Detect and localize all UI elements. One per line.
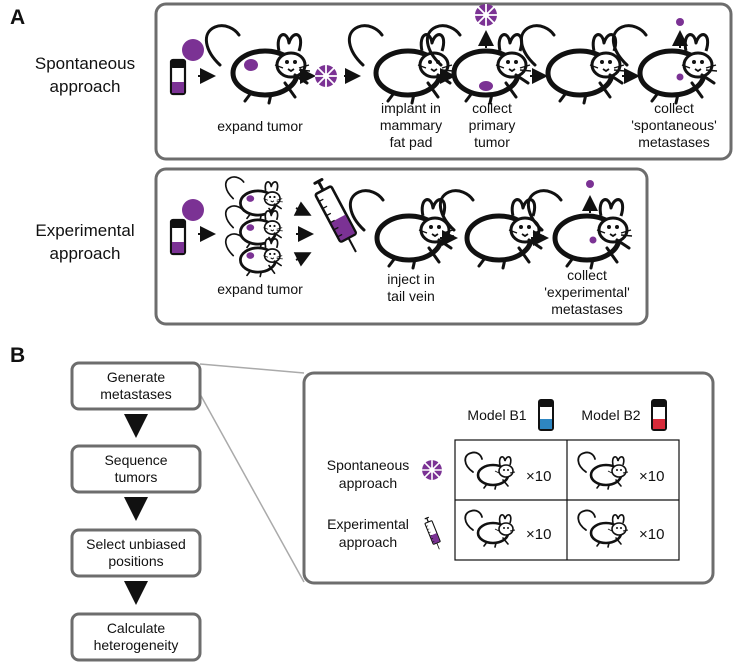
model-b2-label: Model B2 — [581, 407, 640, 423]
syringe-icon — [308, 175, 366, 258]
flow-step-4-line1: Calculate — [107, 620, 166, 636]
panel-a-letter: A — [10, 6, 25, 29]
mouse-icon — [528, 191, 632, 268]
grid-cell: ×10 — [576, 509, 664, 549]
flow-step-1-line1: Generate — [107, 369, 166, 385]
caption-collect-exp-line1: collect — [567, 267, 607, 283]
caption-collect-exp-line3: metastases — [551, 301, 623, 317]
tube-icon — [169, 58, 187, 96]
flow-step-box — [70, 528, 202, 578]
caption-collect-spont-line1: collect — [654, 100, 694, 116]
tube-red-icon — [651, 399, 667, 431]
tube-icon — [169, 218, 187, 256]
spontaneous-frame — [154, 2, 733, 161]
panel-b-letter: B — [10, 344, 25, 367]
experimental-frame — [154, 167, 649, 326]
row-experimental-line1: Experimental — [327, 516, 409, 532]
mouse-icon — [350, 191, 454, 268]
flow-step-2-line1: Sequence — [104, 452, 167, 468]
sliced-tumor-icon — [474, 3, 498, 27]
tube-blue-icon — [538, 399, 554, 431]
caption-inject-line1: inject in — [387, 271, 434, 287]
caption-collect-spont-line2: 'spontaneous' — [631, 117, 717, 133]
grid-cell: ×10 — [463, 509, 551, 549]
caption-collect-primary-line2: primary — [469, 117, 516, 133]
flow-step-2-line2: tumors — [115, 469, 158, 485]
caption-implant-line2: mammary — [380, 117, 442, 133]
sliced-tumor-icon — [421, 459, 443, 481]
metastasis-dot-icon — [676, 18, 684, 26]
cell-count: ×10 — [639, 526, 664, 543]
flow-step-1-line2: metastases — [100, 386, 172, 402]
caption-expand-tumor-exp: expand tumor — [217, 281, 303, 297]
spontaneous-title-line1: Spontaneous — [35, 54, 135, 73]
caption-collect-spont-line3: metastases — [638, 134, 710, 150]
cell-count: ×10 — [526, 468, 551, 485]
experimental-pipeline — [169, 175, 632, 278]
mouse-icon — [521, 26, 625, 103]
row-spontaneous-line1: Spontaneous — [327, 457, 410, 473]
design-grid — [454, 439, 680, 561]
mouse-icon — [613, 26, 717, 103]
cell-count: ×10 — [526, 526, 551, 543]
experimental-title-line1: Experimental — [35, 221, 134, 240]
caption-implant-line3: fat pad — [390, 134, 433, 150]
spontaneous-pipeline — [169, 3, 717, 103]
mouse-icon — [224, 204, 285, 250]
flow-step-box — [70, 361, 202, 411]
tumor-cells-icon — [182, 39, 204, 61]
caption-collect-exp-line2: 'experimental' — [544, 284, 630, 300]
experimental-title-line2: approach — [50, 244, 121, 263]
zoom-line — [199, 393, 305, 583]
caption-collect-primary-line3: tumor — [474, 134, 510, 150]
flow-step-4-line2: heterogeneity — [94, 637, 179, 653]
row-experimental-line2: approach — [339, 534, 397, 550]
model-b1-label: Model B1 — [467, 407, 526, 423]
tumor-cells-icon — [182, 199, 204, 221]
flow-step-3-line2: positions — [108, 553, 163, 569]
mouse-icon — [224, 175, 285, 221]
cell-count: ×10 — [639, 468, 664, 485]
mouse-icon — [206, 26, 310, 103]
flow-step-box — [70, 444, 202, 494]
grid-cell: ×10 — [576, 451, 664, 491]
mouse-icon — [427, 26, 531, 103]
spontaneous-title-line2: approach — [50, 77, 121, 96]
sliced-tumor-icon — [314, 64, 338, 88]
caption-implant-line1: implant in — [381, 100, 441, 116]
zoom-line — [199, 363, 305, 374]
caption-collect-primary-line1: collect — [472, 100, 512, 116]
caption-inject-line2: tail vein — [387, 288, 434, 304]
row-spontaneous-line2: approach — [339, 475, 397, 491]
flow-chart: Generate metastases Sequence tumors Sele… — [70, 361, 202, 662]
mouse-icon — [349, 26, 453, 103]
grid-cell: ×10 — [463, 451, 551, 491]
caption-expand-tumor: expand tumor — [217, 118, 303, 134]
flow-step-3-line1: Select unbiased — [86, 536, 186, 552]
metastasis-dot-icon — [586, 180, 594, 188]
flow-step-box — [70, 612, 202, 662]
mouse-icon — [224, 232, 285, 278]
